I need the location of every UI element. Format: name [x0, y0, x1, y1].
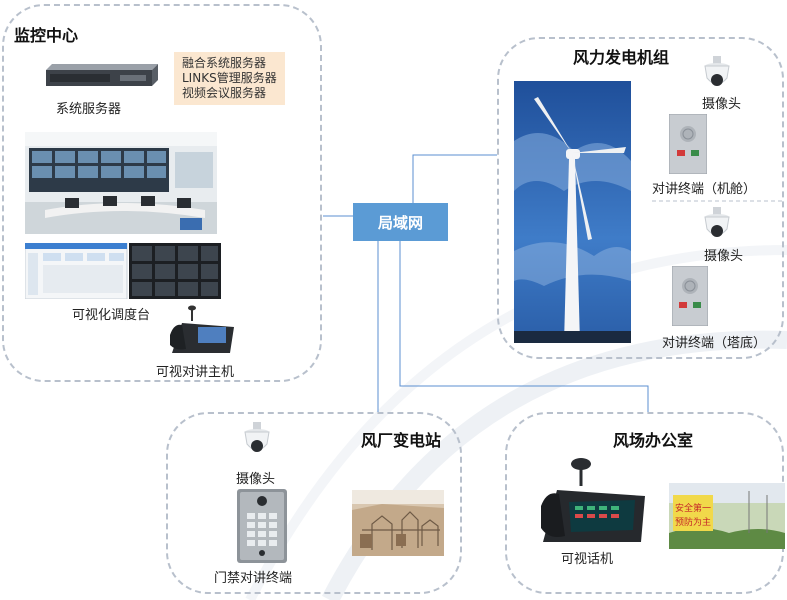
door-intercom-label: 门禁对讲终端	[214, 571, 293, 586]
zone-wind-turbine	[497, 37, 784, 359]
substation-camera-label: 摄像头	[236, 472, 276, 487]
camera-top-label: 摄像头	[702, 97, 742, 112]
ptz-camera-icon	[244, 422, 270, 452]
ptz-camera-icon	[704, 207, 730, 237]
dispatch-label: 可视化调度台	[72, 308, 151, 323]
safety-sign-line2: 预防为主	[675, 516, 711, 528]
zone-title-office: 风场办公室	[613, 431, 694, 450]
video-phone-icon	[541, 458, 645, 542]
lan-node[interactable]: 局域网	[353, 203, 448, 241]
rack-server-icon	[46, 64, 158, 86]
zone-title-substation: 风厂变电站	[361, 431, 442, 450]
service-item: 融合系统服务器	[182, 56, 267, 70]
zone-title-turbine: 风力发电机组	[573, 48, 670, 67]
camera-bottom-label: 摄像头	[704, 249, 744, 264]
door-intercom-icon	[237, 489, 287, 563]
safety-sign-line1: 安全第一	[675, 502, 711, 514]
service-item: LINKS管理服务器	[182, 71, 277, 85]
dispatch-screen	[25, 243, 221, 299]
services-box: 融合系统服务器 LINKS管理服务器 视频会议服务器	[174, 52, 285, 105]
zone-title-monitoring: 监控中心	[14, 26, 79, 45]
intercom-nacelle-label: 对讲终端（机舱）	[652, 182, 757, 197]
server-label: 系统服务器	[56, 102, 122, 117]
substation-photo	[352, 490, 444, 556]
intercom-tower-label: 对讲终端（塔底）	[662, 336, 767, 351]
zone-monitoring-center	[2, 4, 322, 382]
office-safety-sign-photo: 安全第一 预防为主	[669, 483, 785, 549]
intercom-nacelle-icon	[669, 114, 707, 174]
wind-turbine-photo	[514, 81, 631, 343]
intercom-tower-icon	[672, 266, 708, 326]
video-phone-label: 可视话机	[561, 552, 614, 567]
intercom-host-icon	[170, 305, 234, 353]
ptz-camera-icon	[704, 56, 730, 86]
host-label: 可视对讲主机	[156, 365, 235, 380]
zone-substation	[166, 412, 462, 594]
service-item: 视频会议服务器	[182, 86, 267, 100]
control-room-photo	[25, 132, 217, 234]
